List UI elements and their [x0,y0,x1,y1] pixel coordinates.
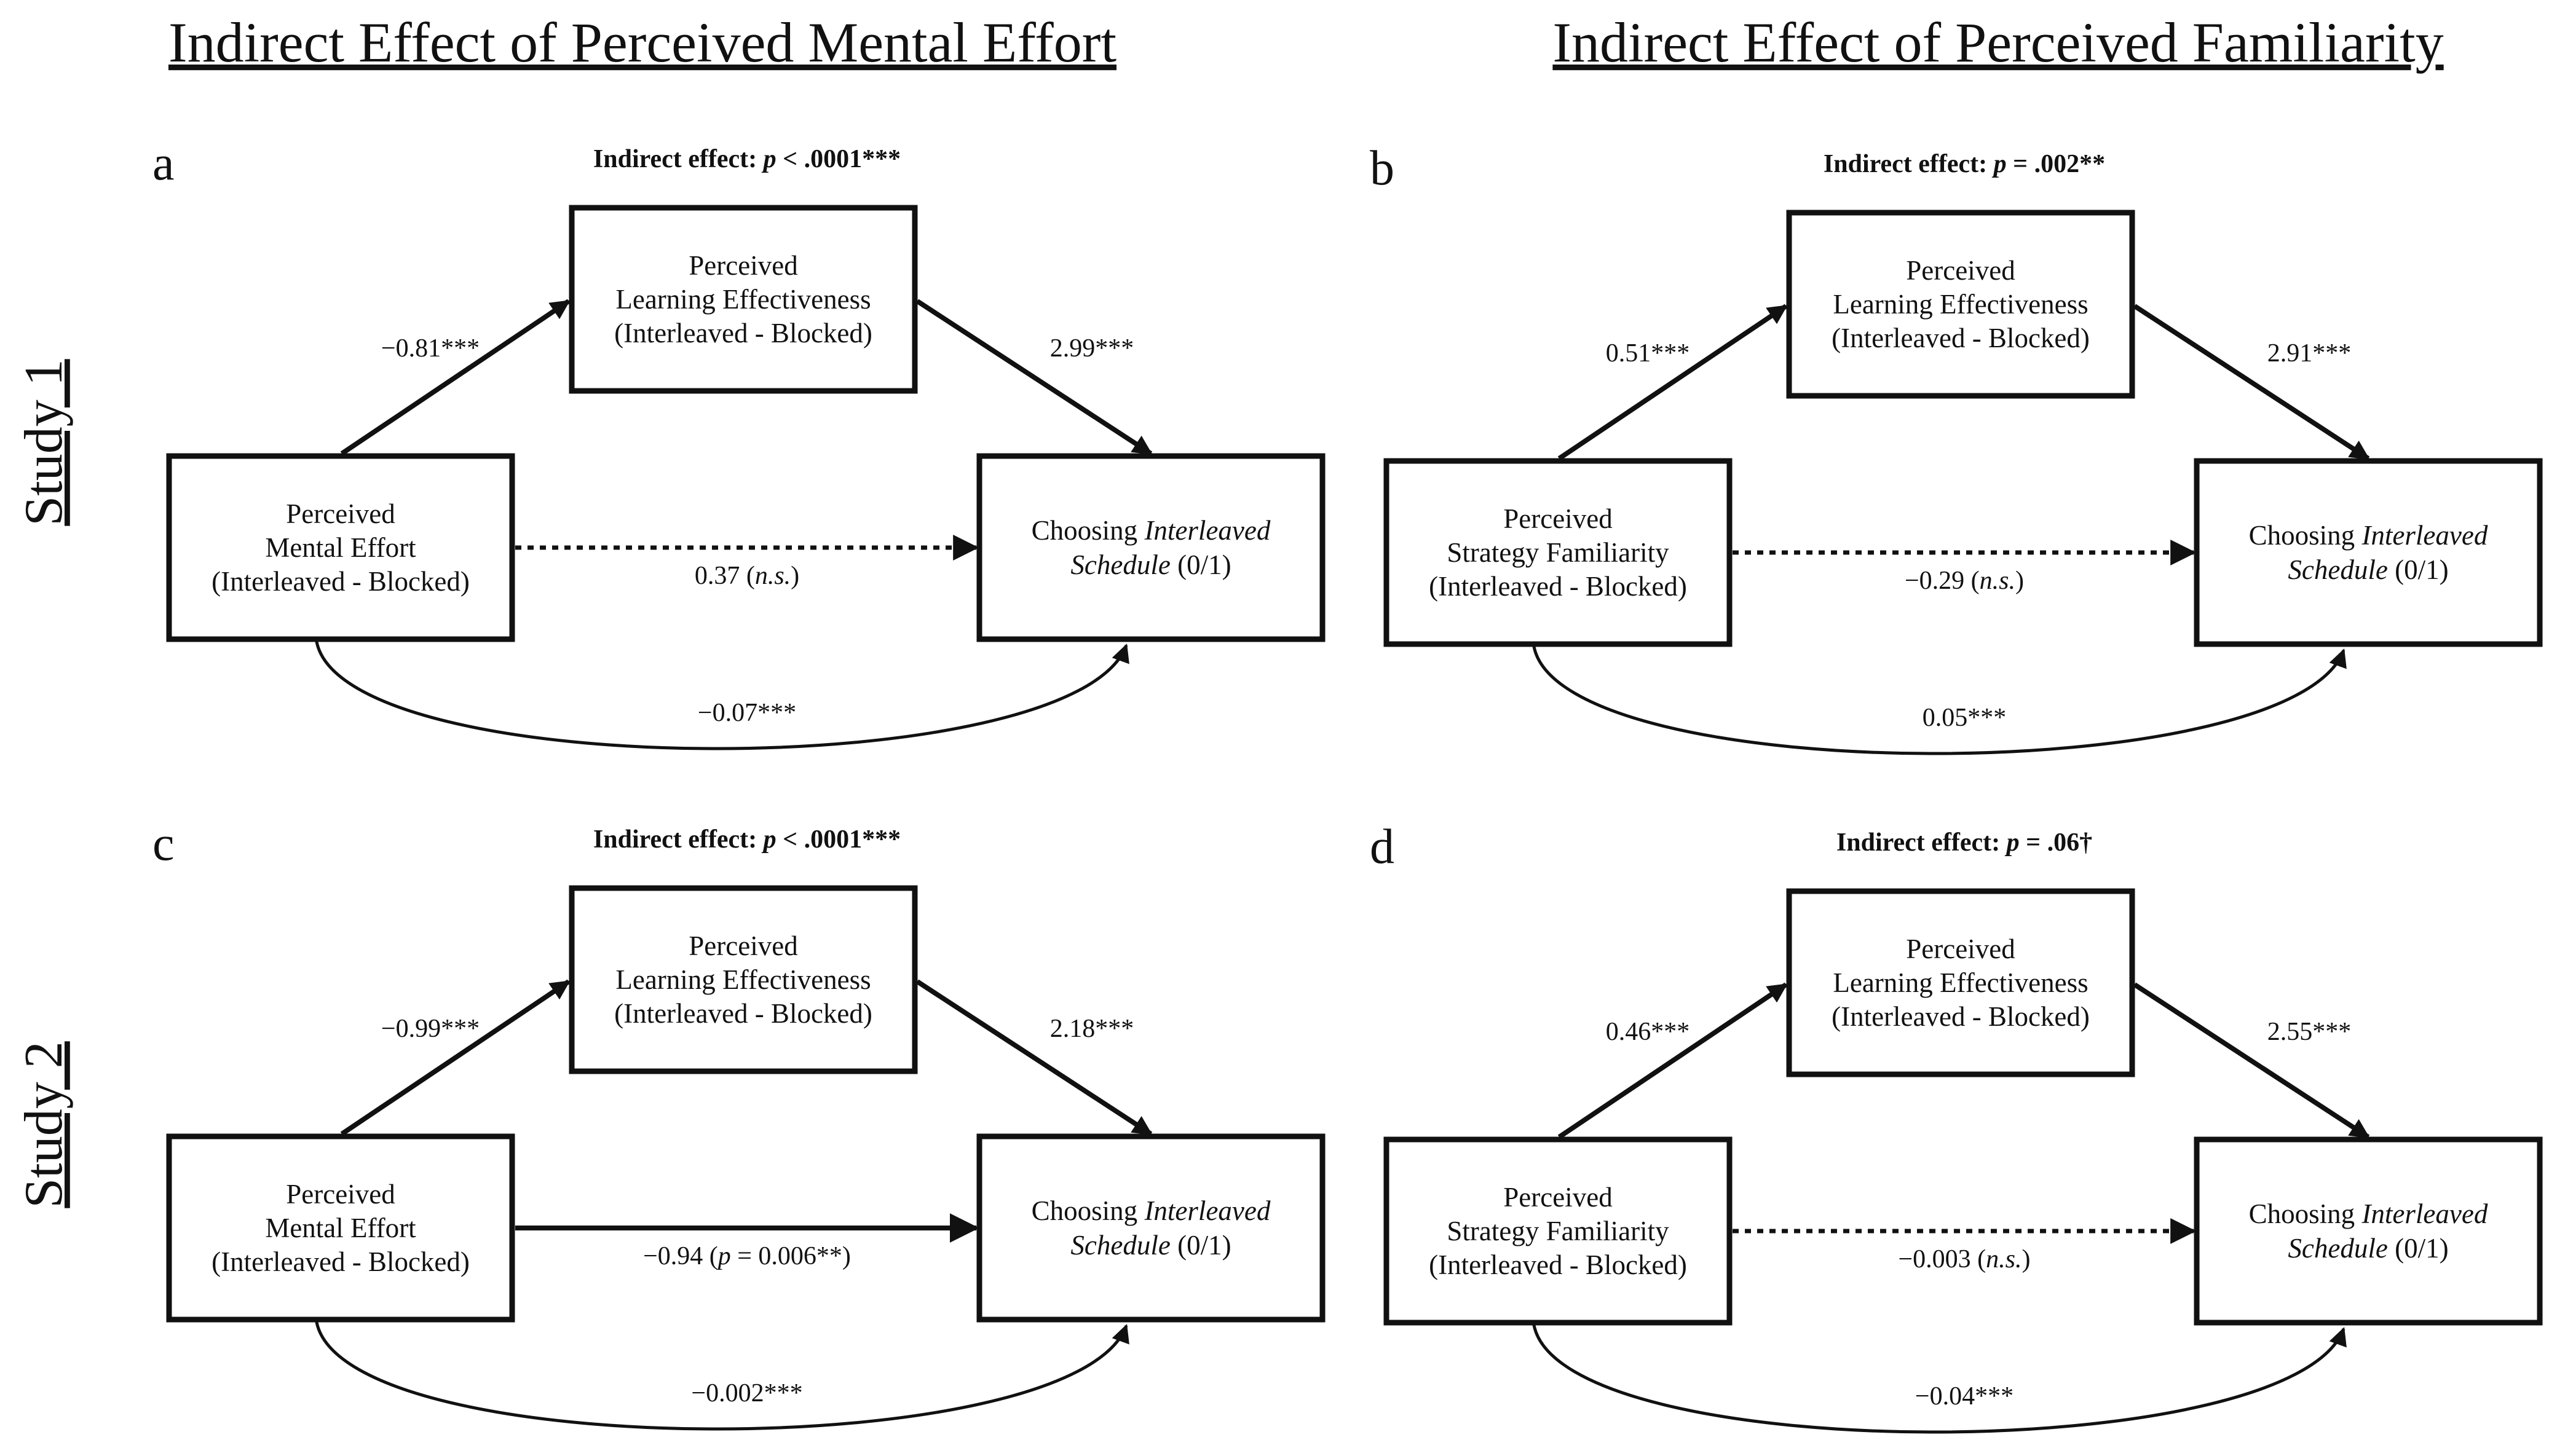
outcome-box-text-line-2: Schedule (0/1) [2288,1233,2448,1264]
b-path-coefficient: 2.91*** [2267,339,2352,368]
outcome-box [976,1133,1326,1323]
mediator-box-text-line-2: Learning Effectiveness [1833,289,2088,320]
total-effect-coefficient: −0.002*** [691,1379,802,1407]
mediator-box-text-line-3: (Interleaved - Blocked) [614,318,872,348]
heading-mental-effort: Indirect Effect of Perceived Mental Effo… [168,11,1116,74]
mediator-box [1786,888,2135,1077]
mediator-box [1786,210,2135,399]
predictor-box [1383,458,1733,647]
outcome-box [2194,458,2543,647]
total-effect-coefficient: −0.07*** [698,699,796,727]
mediator-box-text-line-2: Learning Effectiveness [1833,967,2088,998]
direct-path-coefficient: −0.94 (p = 0.006**) [643,1242,851,1270]
mediator-box-text-line-2: Learning Effectiveness [615,284,871,315]
mediator-box-text-line-2: Learning Effectiveness [615,964,871,995]
mediator-box [569,885,918,1074]
predictor-box-text-line-3: (Interleaved - Blocked) [211,1246,470,1277]
indirect-effect-label: Indirect effect: p < .0001*** [593,145,901,173]
predictor-box-text-line-1: Perceived [1503,503,1612,534]
mediator-box [569,205,918,394]
b-path-coefficient: 2.18*** [1050,1015,1134,1043]
outcome-box-text-line-1: Choosing Interleaved [1032,515,1271,546]
direct-path-coefficient: −0.29 (n.s.) [1905,567,2024,595]
outcome-box-text-line-1: Choosing Interleaved [2249,520,2488,551]
predictor-box [166,453,515,642]
mediator-box-text-line-1: Perceived [689,931,797,961]
mediator-box-text-line-1: Perceived [1906,934,2015,964]
b-path-coefficient: 2.55*** [2267,1018,2352,1046]
predictor-box-text-line-1: Perceived [286,498,395,529]
total-effect-curve [315,641,1129,750]
mediator-box-text-line-3: (Interleaved - Blocked) [1832,1001,2090,1032]
panel-letter: b [1370,141,1394,195]
predictor-box-text-line-1: Perceived [1503,1182,1612,1213]
indirect-effect-label: Indirect effect: p = .06† [1836,828,2092,857]
indirect-effect-label: Indirect effect: p < .0001*** [593,825,901,854]
panel-letter: d [1370,820,1394,874]
a-path-arrow [1557,982,1788,1139]
outcome-box-text-line-2: Schedule (0/1) [2288,554,2448,585]
total-effect-curve [1532,646,2347,755]
outcome-box-text-line-1: Choosing Interleaved [1032,1195,1271,1226]
a-path-coefficient: −0.99*** [381,1015,480,1043]
mediator-box-text-line-1: Perceived [689,250,797,281]
row-label-study-1: Study 1 [14,359,74,525]
mediator-box-text-line-3: (Interleaved - Blocked) [614,998,872,1029]
a-path-arrow [340,979,571,1136]
total-effect-curve [315,1321,1129,1431]
b-path-arrow [915,299,1153,456]
a-path-coefficient: −0.81*** [381,334,480,363]
b-path-arrow [2133,304,2370,461]
a-path-arrow [340,299,571,456]
outcome-box [976,453,1326,642]
indirect-effect-label: Indirect effect: p = .002** [1824,150,2105,178]
predictor-box-text-line-1: Perceived [286,1179,395,1210]
predictor-box [1383,1136,1733,1326]
b-path-arrow [2133,982,2370,1139]
heading-familiarity: Indirect Effect of Perceived Familiarity [1552,11,2443,74]
direct-path-coefficient: 0.37 (n.s.) [695,562,799,590]
panel-letter: c [152,817,175,871]
row-label-study-2: Study 2 [14,1041,74,1208]
predictor-box-text-line-2: Strategy Familiarity [1447,1216,1669,1246]
panel-letter: a [152,136,175,191]
a-path-coefficient: 0.46*** [1606,1018,1690,1046]
total-effect-coefficient: 0.05*** [1923,704,2007,732]
outcome-box-text-line-1: Choosing Interleaved [2249,1198,2488,1229]
direct-path-coefficient: −0.003 (n.s.) [1898,1245,2030,1273]
a-path-arrow [1557,304,1788,461]
predictor-box-text-line-3: (Interleaved - Blocked) [211,566,470,597]
predictor-box-text-line-2: Strategy Familiarity [1447,537,1669,568]
predictor-box-text-line-3: (Interleaved - Blocked) [1429,571,1687,602]
predictor-box-text-line-3: (Interleaved - Blocked) [1429,1249,1687,1280]
outcome-box-text-line-2: Schedule (0/1) [1070,549,1231,580]
outcome-box-text-line-2: Schedule (0/1) [1070,1230,1231,1261]
mediator-box-text-line-1: Perceived [1906,255,2015,286]
predictor-box [166,1133,515,1323]
outcome-box [2194,1136,2543,1326]
predictor-box-text-line-2: Mental Effort [265,532,416,563]
b-path-arrow [915,979,1153,1136]
predictor-box-text-line-2: Mental Effort [265,1213,416,1243]
mediator-box-text-line-3: (Interleaved - Blocked) [1832,323,2090,353]
total-effect-coefficient: −0.04*** [1915,1382,2014,1411]
b-path-coefficient: 2.99*** [1050,334,1134,363]
a-path-coefficient: 0.51*** [1606,339,1690,368]
total-effect-curve [1532,1324,2347,1434]
